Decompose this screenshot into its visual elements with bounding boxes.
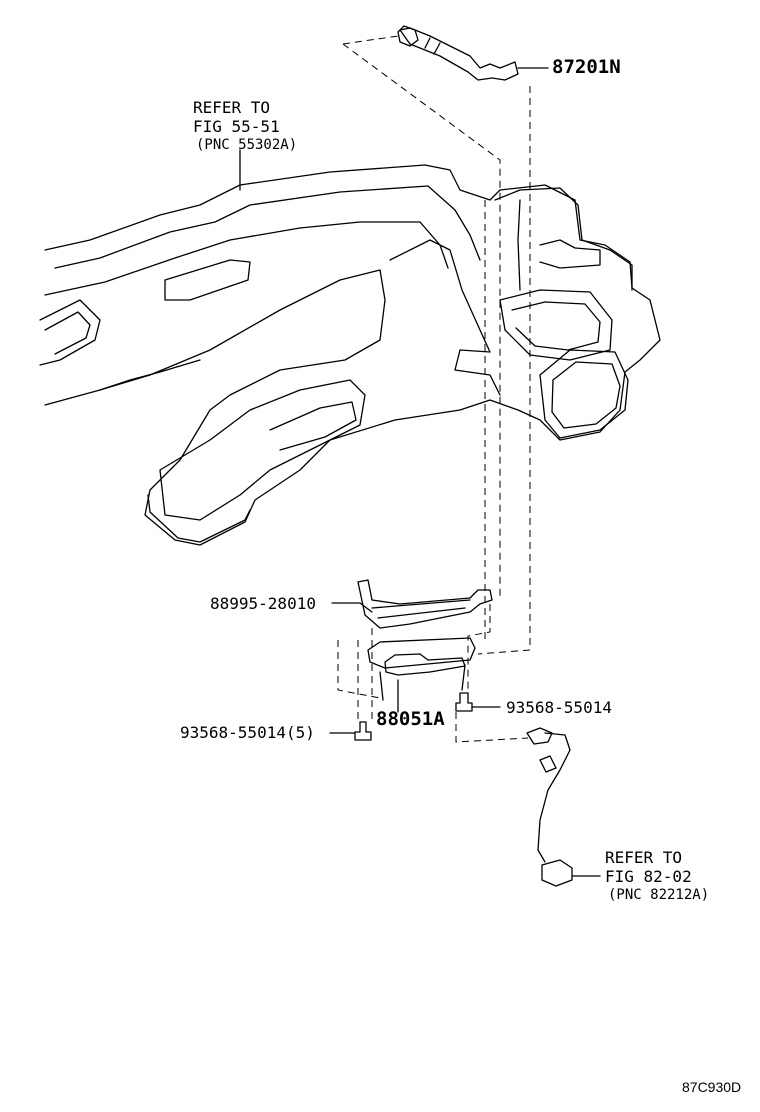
- harness-connector-bottom: [541, 859, 573, 887]
- air-duct-outline: [44, 164, 661, 546]
- callout-88995-28010: 88995-28010: [210, 594, 316, 613]
- duct-left-wall: [99, 359, 201, 391]
- bolt-right-shape: [455, 692, 473, 712]
- harness-ref-line2: FIG 82-02: [605, 867, 692, 886]
- bracket-plate: [357, 579, 493, 629]
- dash-hose-left: [342, 43, 501, 600]
- duct-box-front-inner: [511, 301, 601, 351]
- callout-88051a: 88051A: [376, 708, 445, 730]
- callout-bolt-left: 93568-55014(5): [180, 723, 315, 742]
- callout-87201n: 87201N: [552, 56, 621, 78]
- callout-bolt-right: 93568-55014: [506, 698, 612, 717]
- duct-lower-arm: [159, 379, 366, 521]
- bolt-left-shape: [354, 721, 372, 741]
- leader-bracket: [331, 602, 373, 613]
- hose-fitting: [397, 25, 419, 47]
- duct-slot-left: [39, 299, 101, 366]
- duct-ref-line1: REFER TO: [193, 98, 271, 117]
- dash-hose-top: [342, 35, 399, 45]
- sensor-body: [384, 653, 466, 676]
- duct-lower-arm-inner: [269, 401, 357, 451]
- duct-box-steps: [539, 239, 601, 269]
- duct-box-front: [499, 289, 613, 361]
- dash-bracket-right: [467, 604, 491, 692]
- dash-sensor-right: [455, 712, 529, 743]
- duct-inner-rib: [44, 221, 449, 296]
- duct-ref-line3: (PNC 55302A): [196, 137, 298, 153]
- duct-ref-line2: FIG 55-51: [193, 117, 280, 136]
- harness-wire: [537, 732, 571, 863]
- duct-box-edge: [517, 199, 521, 291]
- duct-box-top: [494, 187, 633, 291]
- harness-grommet: [539, 755, 557, 773]
- duct-lower-lip: [147, 494, 251, 543]
- bracket-rib: [371, 599, 471, 619]
- harness-connector-top: [526, 727, 553, 745]
- duct-inner-upper: [54, 185, 481, 269]
- harness-ref-line3: (PNC 82212A): [608, 887, 710, 903]
- duct-outlet-inner: [551, 361, 621, 429]
- hose-ridge: [424, 37, 441, 55]
- dash-hose-right: [477, 86, 531, 655]
- duct-center-body: [389, 239, 501, 396]
- duct-slot-left-inner: [44, 311, 91, 355]
- sensor-housing: [367, 637, 476, 669]
- hose-tube: [399, 27, 519, 81]
- harness-ref-line1: REFER TO: [605, 848, 683, 867]
- duct-outlet-frame: [539, 349, 629, 439]
- sensor-flange: [379, 664, 466, 701]
- dash-sensor-left: [337, 640, 381, 699]
- duct-recess-center: [164, 259, 251, 301]
- figure-code: 87C930D: [682, 1079, 742, 1095]
